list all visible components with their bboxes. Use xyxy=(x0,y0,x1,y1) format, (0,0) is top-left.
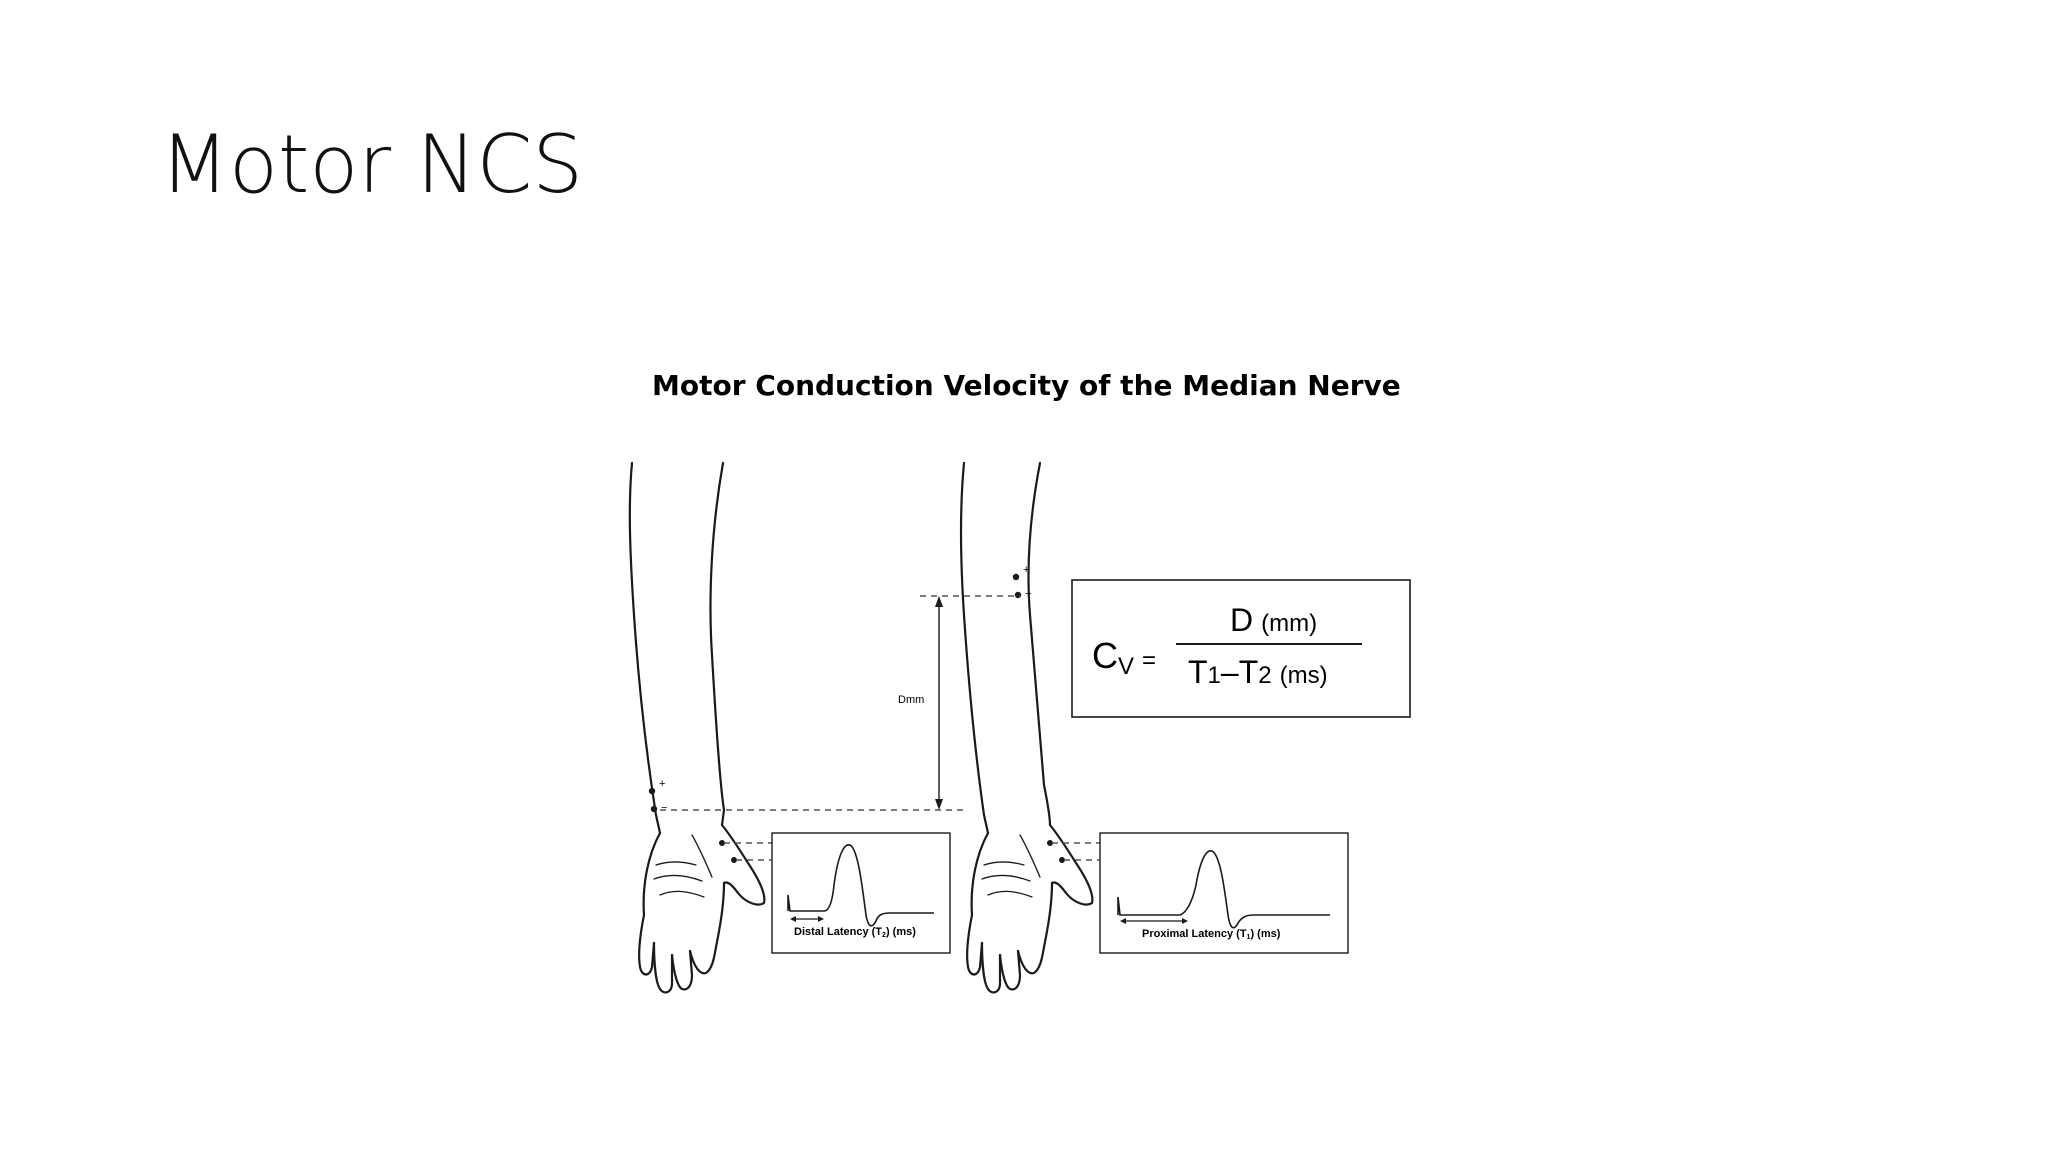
electrode-minus-label: − xyxy=(661,802,667,814)
distal-waveform xyxy=(787,844,934,927)
electrode-plus-label: + xyxy=(659,778,665,790)
figure-title: Motor Conduction Velocity of the Median … xyxy=(652,369,1401,402)
equation-box: CV= D(mm) T1–T2(ms) xyxy=(1071,579,1411,718)
equation-denominator: T1–T2(ms) xyxy=(1188,654,1328,690)
arrowhead xyxy=(1182,918,1188,924)
proximal-trace-frame xyxy=(1099,832,1349,954)
reference-dashed-lines xyxy=(660,595,1100,861)
proximal-latency-trace: Proximal Latency (T1) (ms) xyxy=(1099,832,1349,954)
proximal-latency-label: Proximal Latency (T1) (ms) xyxy=(1142,928,1281,941)
electrode-dot xyxy=(719,840,725,846)
right-arm-illustration xyxy=(959,461,1094,994)
electrode-dot xyxy=(650,805,658,813)
proximal-waveform xyxy=(1117,850,1330,929)
electrode-dot xyxy=(1047,840,1053,846)
equation-frame xyxy=(1071,579,1411,718)
electrode-dot xyxy=(731,857,737,863)
electrode-plus-label: + xyxy=(1023,564,1029,576)
left-stimulation-electrodes: + − xyxy=(648,778,667,814)
electrode-dot xyxy=(1059,857,1065,863)
equation-lhs: CV= xyxy=(1092,635,1156,680)
median-nerve-figure: Motor Conduction Velocity of the Median … xyxy=(620,355,1440,995)
left-recording-electrodes xyxy=(719,840,737,863)
right-recording-electrodes xyxy=(1047,840,1065,863)
slide-title: Motor NCS xyxy=(160,118,584,211)
arrowhead xyxy=(818,916,824,922)
figure-svg: Motor Conduction Velocity of the Median … xyxy=(628,369,1411,994)
equation-numerator: D(mm) xyxy=(1230,602,1317,638)
distance-label: Dmm xyxy=(898,694,924,706)
distal-latency-label: Distal Latency (T2) (ms) xyxy=(794,926,916,939)
distance-arrow xyxy=(935,596,943,810)
distal-trace-frame xyxy=(771,832,951,954)
right-stimulation-electrodes: + − xyxy=(1012,564,1031,600)
electrode-minus-label: − xyxy=(1025,588,1031,600)
arrowhead xyxy=(1120,918,1126,924)
electrode-dot xyxy=(1014,591,1022,599)
electrode-dot xyxy=(648,787,656,795)
distal-latency-trace: Distal Latency (T2) (ms) xyxy=(771,832,951,954)
arrowhead xyxy=(790,916,796,922)
left-arm-illustration xyxy=(628,461,766,994)
electrode-dot xyxy=(1012,573,1020,581)
